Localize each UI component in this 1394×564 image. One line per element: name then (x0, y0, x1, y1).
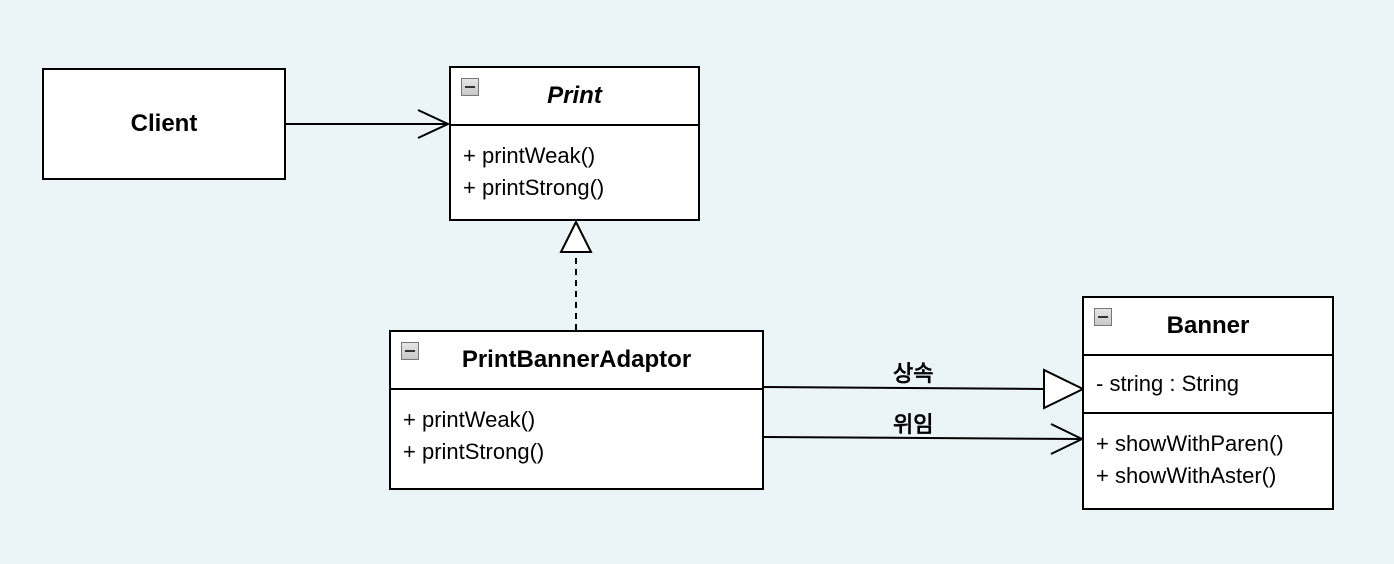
banner-methods: + showWithParen() + showWithAster() (1084, 414, 1332, 492)
banner-class-name: Banner (1166, 312, 1250, 339)
adaptor-banner-inheritance-line[interactable] (762, 386, 1045, 390)
banner-class[interactable]: Banner - string : String + showWithParen… (1082, 296, 1334, 510)
client-label: Client (130, 110, 198, 137)
adaptor-class-header: PrintBannerAdaptor (391, 332, 762, 390)
adaptor-print-hollow-triangle (559, 219, 593, 253)
collapse-icon[interactable] (401, 342, 419, 360)
print-class-header: Print (451, 68, 698, 126)
client-print-open-arrowhead (417, 109, 451, 139)
method-item: + printStrong() (463, 175, 605, 200)
collapse-icon[interactable] (1094, 308, 1112, 326)
client-node[interactable]: Client (42, 68, 286, 180)
print-methods: + printWeak() + printStrong() (451, 126, 698, 204)
print-class[interactable]: Print + printWeak() + printStrong() (449, 66, 700, 221)
method-item: + printWeak() (403, 407, 536, 432)
inheritance-label: 상속 (893, 362, 934, 387)
delegation-label: 위임 (893, 413, 934, 438)
method-item: + printStrong() (403, 439, 545, 464)
method-item: + showWithAster() (1096, 463, 1277, 488)
attribute-item: - string : String (1096, 371, 1240, 396)
collapse-icon[interactable] (461, 78, 479, 96)
print-banner-adaptor-class[interactable]: PrintBannerAdaptor + printWeak() + print… (389, 330, 764, 490)
adaptor-methods: + printWeak() + printStrong() (391, 390, 762, 468)
print-class-name: Print (547, 82, 602, 109)
banner-attributes: - string : String (1084, 356, 1332, 414)
adaptor-class-name: PrintBannerAdaptor (461, 346, 692, 373)
banner-class-header: Banner (1084, 298, 1332, 356)
adaptor-banner-delegation-line[interactable] (762, 436, 1083, 440)
method-item: + printWeak() (463, 143, 596, 168)
method-item: + showWithParen() (1096, 431, 1284, 456)
adaptor-banner-hollow-triangle (1043, 368, 1086, 410)
